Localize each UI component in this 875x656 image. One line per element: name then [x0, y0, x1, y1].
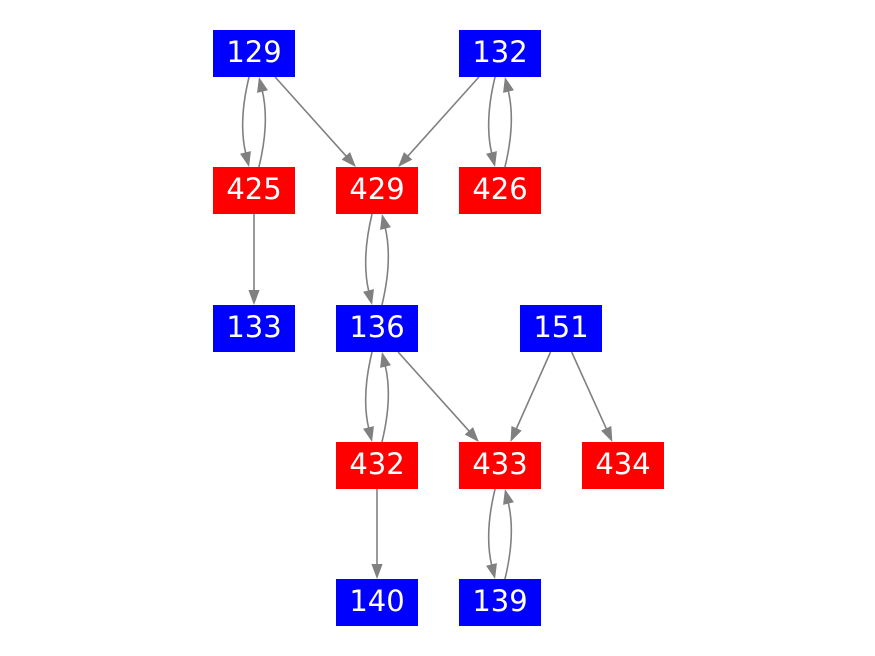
edge-136-433 — [397, 351, 479, 442]
edge-425-129-line — [258, 89, 267, 168]
graph-node-139[interactable]: 139 — [459, 579, 541, 626]
edge-139-433-line — [504, 501, 513, 580]
edge-129-425 — [240, 76, 251, 167]
edge-432-136-arrowhead — [380, 352, 391, 368]
edge-426-132-arrowhead — [503, 77, 514, 93]
edge-433-139 — [486, 488, 497, 579]
graph-node-434[interactable]: 434 — [582, 442, 664, 489]
edge-151-434-arrowhead — [601, 426, 613, 442]
edge-433-139-line — [487, 488, 496, 567]
edge-132-429-line — [406, 76, 480, 158]
graph-node-132[interactable]: 132 — [459, 30, 541, 77]
edge-129-429-arrowhead — [341, 152, 356, 167]
edge-136-432-arrowhead — [363, 426, 374, 442]
graph-node-433[interactable]: 433 — [459, 442, 541, 489]
edge-429-136 — [363, 213, 374, 305]
edge-132-429-arrowhead — [398, 152, 413, 167]
graph-node-label: 129 — [226, 35, 282, 69]
edge-425-129-arrowhead — [257, 77, 268, 93]
edge-432-136 — [380, 352, 391, 443]
graph-node-label: 425 — [226, 172, 282, 206]
edge-429-136-arrowhead — [363, 289, 374, 305]
edge-136-432-line — [364, 351, 373, 430]
edge-139-433 — [503, 489, 514, 580]
edge-426-132-line — [504, 89, 513, 168]
edge-136-433-line — [397, 351, 471, 433]
graph-node-label: 140 — [349, 584, 405, 618]
graph-node-label: 433 — [472, 447, 528, 481]
edge-429-136-line — [364, 213, 373, 293]
edge-136-429 — [380, 214, 391, 306]
edge-129-425-arrowhead — [240, 151, 251, 167]
graph-node-label: 133 — [226, 310, 282, 344]
edge-151-433-arrowhead — [510, 426, 522, 442]
edge-132-426-arrowhead — [486, 151, 497, 167]
graph-node-label: 426 — [472, 172, 528, 206]
graph-node-129[interactable]: 129 — [213, 30, 295, 77]
graph-node-140[interactable]: 140 — [336, 579, 418, 626]
edge-432-140 — [371, 489, 383, 579]
edge-132-426 — [486, 76, 497, 167]
edge-151-433 — [510, 351, 552, 442]
graph-node-429[interactable]: 429 — [336, 167, 418, 214]
edge-151-433-line — [515, 351, 552, 431]
edge-129-425-line — [241, 76, 250, 155]
graph-node-136[interactable]: 136 — [336, 305, 418, 352]
graph-node-label: 151 — [533, 310, 589, 344]
graph-node-label: 136 — [349, 310, 405, 344]
edge-432-136-line — [381, 364, 390, 443]
edge-425-133-arrowhead — [248, 290, 260, 305]
edge-426-132 — [503, 77, 514, 168]
edge-425-129 — [257, 77, 268, 168]
graph-node-label: 429 — [349, 172, 405, 206]
edge-139-433-arrowhead — [503, 489, 514, 505]
edge-151-434 — [570, 351, 613, 442]
graph-node-label: 132 — [472, 35, 528, 69]
edge-425-133 — [248, 214, 260, 305]
graph-node-151[interactable]: 151 — [520, 305, 602, 352]
graph-node-426[interactable]: 426 — [459, 167, 541, 214]
graph-node-425[interactable]: 425 — [213, 167, 295, 214]
graph-node-label: 139 — [472, 584, 528, 618]
edge-136-432 — [363, 351, 374, 442]
edge-129-429-line — [274, 76, 348, 158]
edge-136-429-line — [381, 226, 390, 306]
graph-node-432[interactable]: 432 — [336, 442, 418, 489]
edge-132-426-line — [487, 76, 496, 155]
edge-433-139-arrowhead — [486, 563, 497, 579]
edge-432-140-arrowhead — [371, 564, 383, 579]
edge-151-434-line — [570, 351, 608, 431]
graph-node-133[interactable]: 133 — [213, 305, 295, 352]
graph-node-label: 434 — [595, 447, 651, 481]
edge-129-429 — [274, 76, 356, 167]
edge-132-429 — [398, 76, 480, 167]
graph-node-label: 432 — [349, 447, 405, 481]
edge-136-429-arrowhead — [380, 214, 391, 230]
edge-136-433-arrowhead — [464, 427, 479, 442]
